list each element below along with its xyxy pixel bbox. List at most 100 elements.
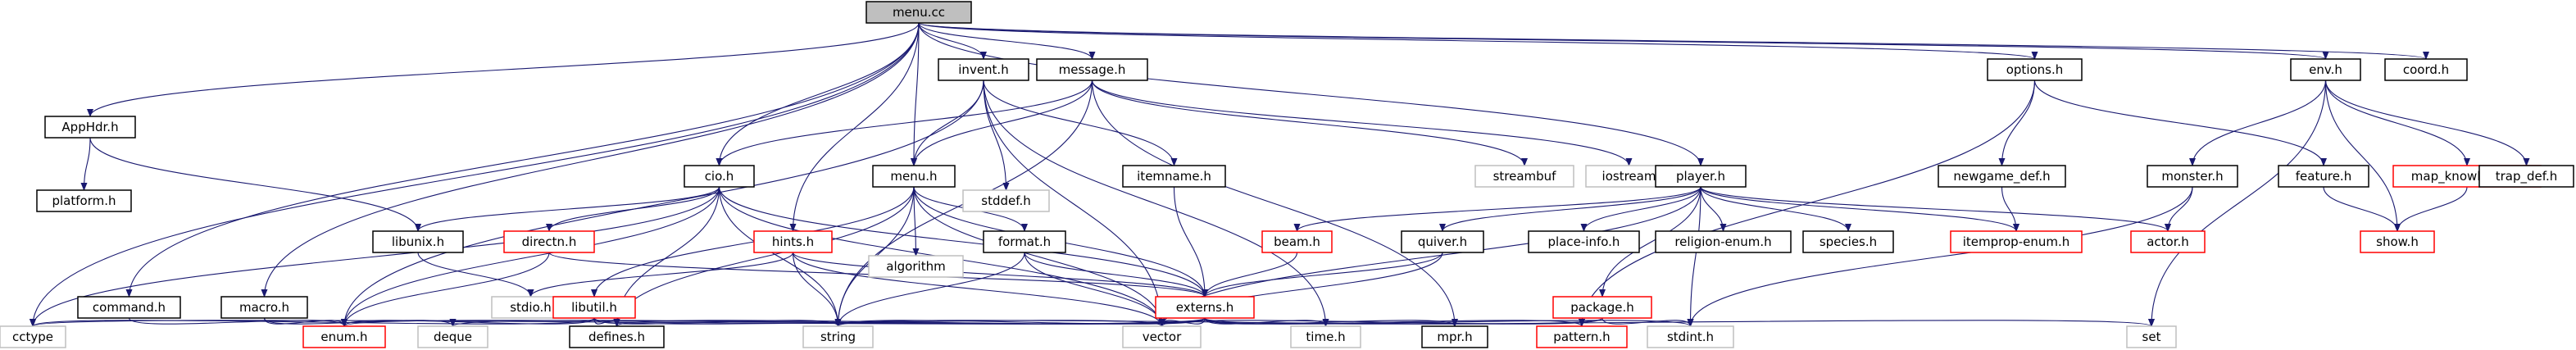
edge-feature_h-to-show_h: [2323, 186, 2401, 232]
edge-env_h-to-set: [2148, 80, 2327, 327]
node-label: platform.h: [52, 193, 116, 208]
edge-menu_cc-to-env_h: [918, 22, 2328, 60]
node-box: [1261, 230, 1333, 253]
edge-menu_cc-to-player_h: [918, 22, 1704, 166]
edge-externs_h-to-mpr_h: [1204, 317, 1458, 327]
edge-cio_h-to-directn_h: [546, 186, 720, 232]
node-macro-h[interactable]: macro.h: [220, 296, 308, 319]
edge-player_h-to-stdint_h: [1687, 186, 1701, 327]
node-box: [1122, 165, 1226, 188]
node-box: [552, 296, 636, 319]
node-label: pattern.h: [1553, 330, 1610, 344]
edge-invent_h-to-enum_h: [341, 80, 984, 327]
node-label: string: [820, 330, 856, 344]
node-player-h[interactable]: player.h: [1655, 165, 1747, 188]
node-label: species.h: [1820, 234, 1877, 249]
node-box: [1036, 58, 1148, 81]
node-defines-h[interactable]: defines.h: [569, 325, 665, 348]
node-box: [1421, 325, 1488, 348]
node-label: vector: [1143, 330, 1182, 344]
edge-menu_h-to-algorithm: [912, 186, 920, 257]
node-package-h[interactable]: package.h: [1552, 296, 1652, 319]
edge-map_knowledge_h-to-show_h: [2394, 186, 2468, 232]
edge-player_h-to-religion_enum_h: [1700, 186, 1727, 232]
edge-menu_cc-to-cio_h: [716, 22, 920, 166]
node-label: coord.h: [2403, 62, 2449, 77]
node-env-h[interactable]: env.h: [2290, 58, 2361, 81]
node-libunix-h[interactable]: libunix.h: [372, 230, 464, 253]
node-box: [220, 296, 308, 319]
node-religion-enum-h[interactable]: religion-enum.h: [1655, 230, 1792, 253]
edge-invent_h-to-menu_h: [911, 80, 984, 166]
node-label: directn.h: [522, 234, 577, 249]
node-box: [302, 325, 386, 348]
node-beam-h[interactable]: beam.h: [1261, 230, 1333, 253]
node-box: [1647, 325, 1734, 348]
edge-message_h-to-mpr_h: [1091, 80, 1458, 327]
node-box: [2384, 58, 2468, 81]
node-trap-def-h[interactable]: trap_def.h: [2478, 165, 2574, 188]
edge-invent_h-to-vector: [983, 80, 1165, 327]
node-box: [753, 230, 833, 253]
node-species-h[interactable]: species.h: [1802, 230, 1894, 253]
node-box: [1655, 165, 1747, 188]
edge-hints_h-to-vector: [792, 252, 1165, 327]
node-box: [2478, 165, 2574, 188]
edge-menu_cc-to-apphdr_h: [87, 22, 920, 117]
edge-menu_cc-to-cctype: [30, 22, 920, 327]
node-apphdr-h[interactable]: AppHdr.h: [44, 116, 136, 139]
edge-options_h-to-pattern_h: [1579, 80, 2036, 327]
node-quiver-h[interactable]: quiver.h: [1401, 230, 1484, 253]
node-box: [0, 325, 66, 348]
node-box: [1155, 296, 1255, 319]
node-externs-h[interactable]: externs.h: [1155, 296, 1255, 319]
node-pattern-h[interactable]: pattern.h: [1536, 325, 1628, 348]
node-label: set: [2142, 330, 2161, 344]
node-coord-h[interactable]: coord.h: [2384, 58, 2468, 81]
node-label: stddef.h: [981, 193, 1030, 208]
node-menu-cc[interactable]: menu.cc: [865, 1, 972, 24]
node-label: religion-enum.h: [1674, 234, 1771, 249]
edge-menu_cc-to-coord_h: [918, 22, 2429, 60]
node-actor-h[interactable]: actor.h: [2130, 230, 2206, 253]
node-invent-h[interactable]: invent.h: [938, 58, 1029, 81]
node-directn-h[interactable]: directn.h: [503, 230, 595, 253]
node-cctype: cctype: [0, 325, 66, 348]
node-hints-h[interactable]: hints.h: [753, 230, 833, 253]
node-box: [77, 296, 181, 319]
node-box: [868, 255, 964, 278]
node-box: [2278, 165, 2369, 188]
node-feature-h[interactable]: feature.h: [2278, 165, 2369, 188]
node-newgame-def-h[interactable]: newgame_def.h: [1938, 165, 2066, 188]
node-label: iostream: [1602, 169, 1656, 184]
node-mpr-h[interactable]: mpr.h: [1421, 325, 1488, 348]
edge-menu_cc-to-command_h: [125, 22, 920, 298]
node-itemprop-enum-h[interactable]: itemprop-enum.h: [1950, 230, 2083, 253]
edge-libutil_h-to-enum_h: [341, 317, 595, 327]
edge-beam_h-to-externs_h: [1202, 252, 1298, 298]
node-cio-h[interactable]: cio.h: [684, 165, 755, 188]
node-label: itemprop-enum.h: [1963, 234, 2070, 249]
node-message-h[interactable]: message.h: [1036, 58, 1148, 81]
node-place-info-h[interactable]: place-info.h: [1528, 230, 1640, 253]
node-show-h[interactable]: show.h: [2360, 230, 2435, 253]
node-label: itemname.h: [1137, 169, 1211, 184]
node-label: cctype: [12, 330, 53, 344]
edge-invent_h-to-itemname_h: [983, 80, 1178, 166]
node-platform-h[interactable]: platform.h: [36, 189, 132, 212]
node-label: env.h: [2309, 62, 2342, 77]
node-box: [372, 230, 464, 253]
node-format-h[interactable]: format.h: [983, 230, 1066, 253]
node-box: [1474, 165, 1574, 188]
node-options-h[interactable]: options.h: [1987, 58, 2083, 81]
node-command-h[interactable]: command.h: [77, 296, 181, 319]
edge-libutil_h-to-cctype: [30, 317, 595, 327]
node-menu-h[interactable]: menu.h: [872, 165, 956, 188]
node-monster-h[interactable]: monster.h: [2147, 165, 2238, 188]
node-box: [938, 58, 1029, 81]
node-itemname-h[interactable]: itemname.h: [1122, 165, 1226, 188]
node-libutil-h[interactable]: libutil.h: [552, 296, 636, 319]
edge-invent_h-to-time_h: [983, 80, 1329, 327]
node-enum-h[interactable]: enum.h: [302, 325, 386, 348]
node-stdio-h: stdio.h: [491, 296, 570, 319]
